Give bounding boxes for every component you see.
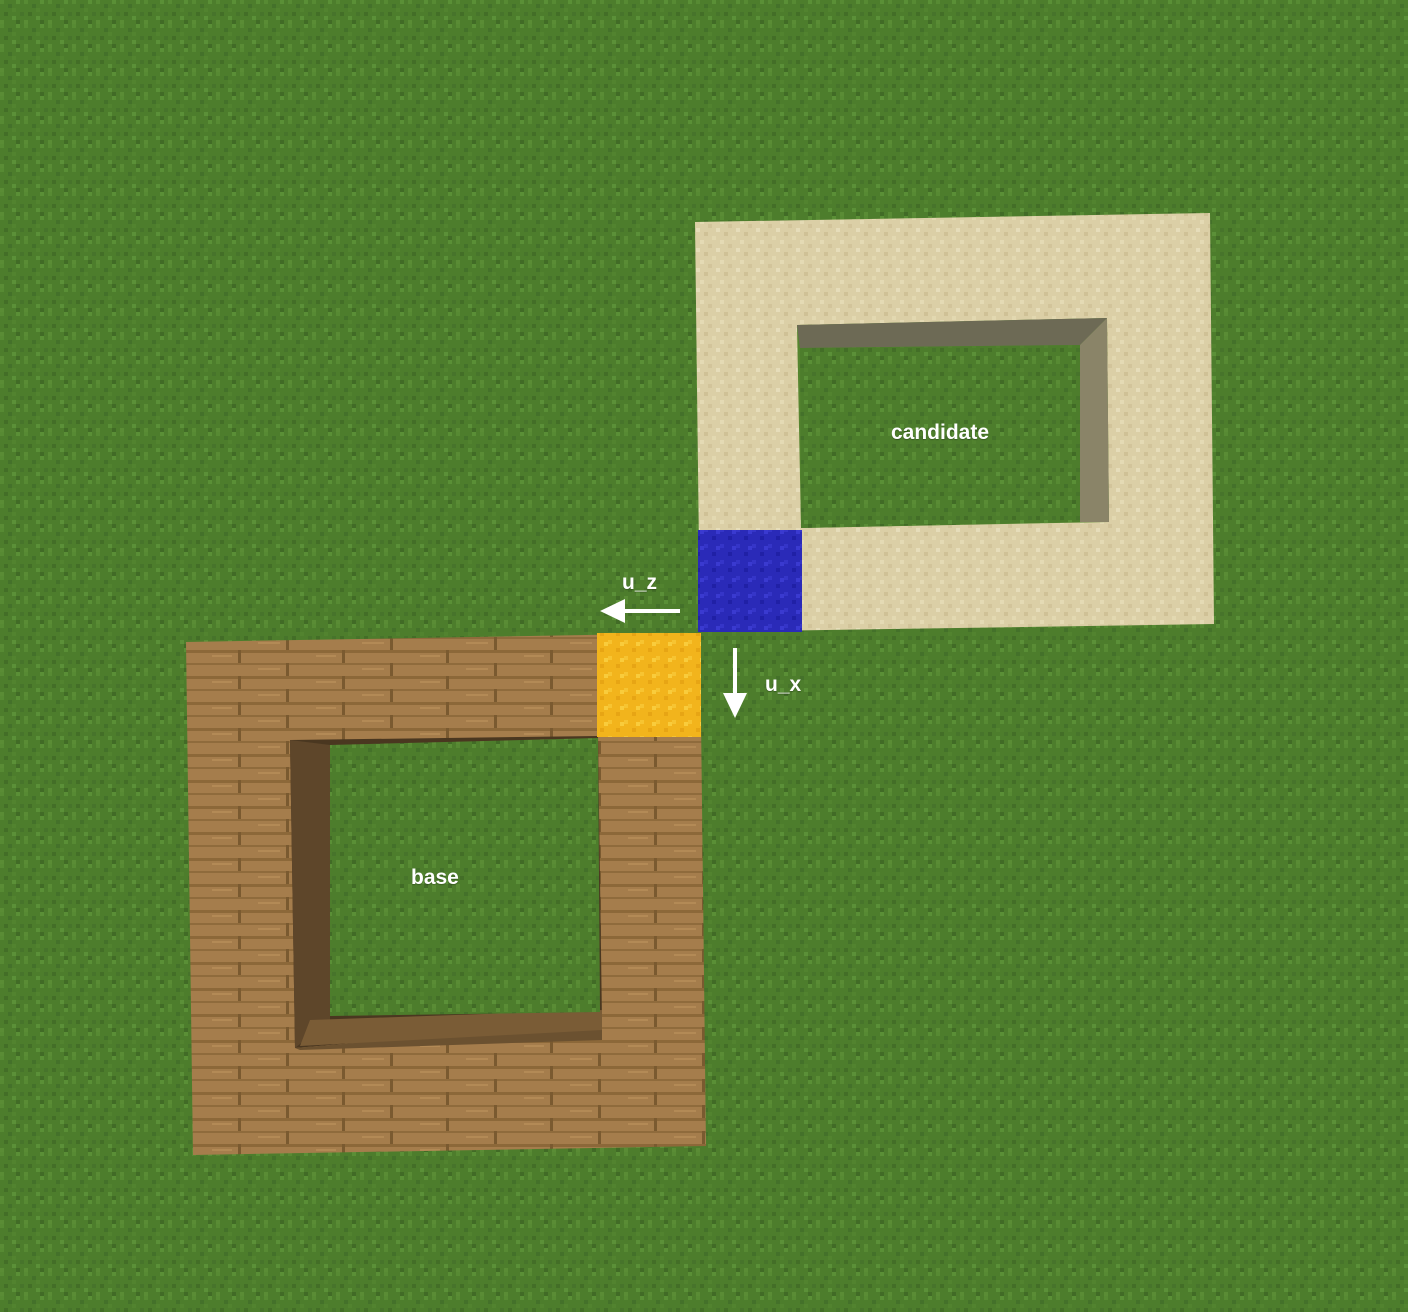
candidate-corner-marker (698, 530, 802, 632)
u-z-arrow (600, 599, 680, 623)
candidate-label: candidate (891, 421, 990, 444)
u-x-arrow (723, 648, 747, 718)
base-corner-marker (597, 633, 701, 737)
base-label: base (411, 866, 459, 889)
candidate-frame (695, 213, 1214, 632)
u-x-label: u_x (765, 673, 802, 696)
base-frame (186, 633, 706, 1155)
u-z-label: u_z (622, 571, 658, 594)
